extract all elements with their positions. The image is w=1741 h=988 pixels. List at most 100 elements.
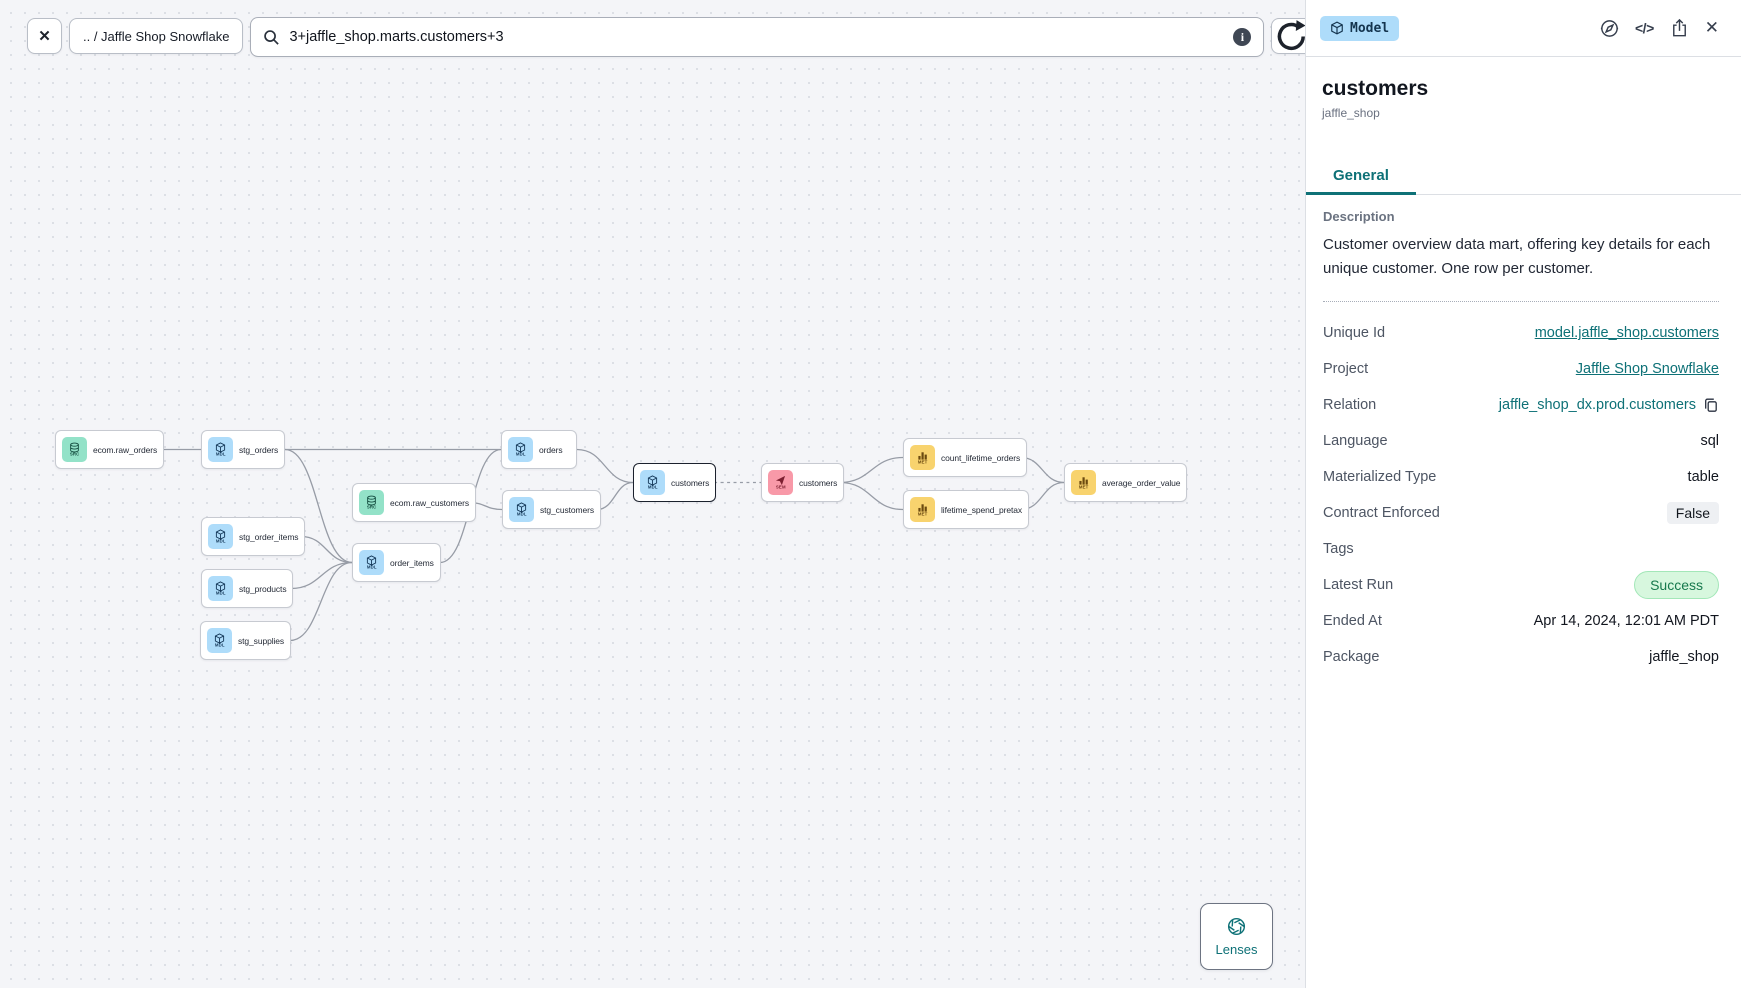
close-panel-button[interactable]: ✕ — [1705, 16, 1719, 40]
field-label: Relation — [1323, 397, 1377, 413]
code-icon: </> — [1635, 20, 1654, 36]
detail-field-row: Project Jaffle Shop Snowflake — [1323, 351, 1719, 387]
details-panel: Model </> — [1305, 0, 1741, 988]
dotted-separator — [1323, 301, 1719, 302]
node-label: order_items — [390, 557, 434, 568]
node-type-code: MDL — [366, 565, 377, 570]
field-link[interactable]: model.jaffle_shop.customers — [1534, 325, 1719, 341]
graph-node-orders[interactable]: MDL orders — [501, 430, 577, 469]
edge-orders-to-customers — [576, 448, 634, 484]
node-type-chip: MDL — [207, 628, 232, 653]
model-type-badge: Model — [1320, 15, 1400, 41]
node-type-chip: MDL — [640, 470, 665, 495]
node-type-chip: SRC — [62, 437, 87, 462]
node-label: ecom.raw_customers — [390, 497, 469, 508]
lenses-label: Lenses — [1215, 942, 1258, 957]
detail-field-row: Ended At Apr 14, 2024, 12:01 AM PDT — [1323, 603, 1719, 639]
edge-stg_orders-to-order_items — [284, 448, 353, 564]
graph-node-order_items[interactable]: MDL order_items — [352, 543, 441, 582]
refresh-button[interactable] — [1271, 18, 1305, 54]
view-code-button[interactable]: </> — [1635, 16, 1654, 40]
graph-node-customers[interactable]: MDL customers — [633, 463, 717, 502]
compass-icon — [1600, 19, 1619, 37]
node-label: stg_orders — [239, 444, 279, 455]
edge-stg_products-to-order_items — [290, 561, 353, 590]
graph-node-stg_customers[interactable]: MDL stg_customers — [502, 490, 601, 529]
node-label: orders — [539, 444, 563, 455]
node-type-icon — [775, 475, 786, 486]
graph-node-lifetime_spend_pretax[interactable]: MET lifetime_spend_pretax — [903, 490, 1030, 529]
field-value: sql — [1700, 433, 1719, 449]
field-value: Jaffle Shop Snowflake — [1576, 361, 1719, 377]
graph-node-ecom_raw_orders[interactable]: SRC ecom.raw_orders — [55, 430, 165, 469]
field-label: Materialized Type — [1323, 469, 1437, 485]
graph-node-average_order_value[interactable]: MET average_order_value — [1064, 463, 1188, 502]
search-bar: i — [250, 17, 1265, 57]
explore-lineage-button[interactable] — [1599, 16, 1620, 40]
detail-field-row: Materialized Type table — [1323, 459, 1719, 495]
copy-icon[interactable] — [1703, 397, 1719, 413]
graph-node-ecom_raw_customers[interactable]: SRC ecom.raw_customers — [352, 483, 476, 522]
node-type-icon — [214, 632, 225, 644]
node-type-chip: SEM — [768, 470, 793, 495]
detail-field-row: Relation jaffle_shop_dx.prod.customers — [1323, 387, 1719, 423]
node-type-code: MDL — [215, 452, 226, 457]
field-link[interactable]: Jaffle Shop Snowflake — [1575, 361, 1719, 377]
node-type-icon — [1078, 475, 1089, 486]
search-input[interactable] — [289, 29, 1225, 45]
close-lineage-button[interactable]: ✕ — [27, 18, 62, 54]
field-label: Package — [1323, 649, 1380, 665]
status-badge: False — [1666, 502, 1719, 524]
node-label: customers — [671, 477, 710, 488]
panel-header-icons: </> ✕ — [1599, 16, 1719, 40]
node-type-icon — [917, 502, 928, 513]
field-value: table — [1687, 469, 1719, 485]
node-type-code: MDL — [215, 539, 226, 544]
field-label: Tags — [1323, 541, 1354, 557]
node-type-chip: MDL — [508, 437, 533, 462]
edge-stg_supplies-to-order_items — [289, 561, 353, 642]
graph-node-stg_products[interactable]: MDL stg_products — [201, 569, 294, 608]
node-label: average_order_value — [1102, 477, 1181, 488]
node-label: lifetime_spend_pretax — [941, 504, 1023, 515]
lenses-icon — [1227, 917, 1246, 936]
edge-customers_sem-to-count_lifetime_orders — [839, 456, 904, 484]
panel-content: Description Customer overview data mart,… — [1306, 195, 1741, 675]
field-label: Language — [1323, 433, 1388, 449]
description-label: Description — [1323, 209, 1395, 224]
graph-node-stg_supplies[interactable]: MDL stg_supplies — [200, 621, 292, 660]
node-type-code: MET — [917, 460, 928, 465]
field-value: model.jaffle_shop.customers — [1535, 325, 1719, 341]
graph-node-customers_sem[interactable]: SEM customers — [761, 463, 845, 502]
info-icon[interactable]: i — [1233, 28, 1252, 46]
tab-general[interactable]: General — [1306, 158, 1416, 195]
field-value: Apr 14, 2024, 12:01 AM PDT — [1533, 613, 1719, 629]
search-icon — [264, 29, 280, 45]
description-text: Customer overview data mart, offering ke… — [1323, 236, 1711, 277]
breadcrumb[interactable]: .. / Jaffle Shop Snowflake — [69, 18, 244, 54]
panel-header: Model </> — [1306, 0, 1741, 57]
node-type-chip: MET — [910, 445, 935, 470]
refresh-icon — [1278, 19, 1305, 50]
node-type-code: SRC — [366, 505, 377, 510]
lenses-button[interactable]: Lenses — [1200, 903, 1273, 970]
detail-fields: Unique Id model.jaffle_shop.customers Pr… — [1323, 315, 1719, 675]
detail-field-row: Language sql — [1323, 423, 1719, 459]
cube-icon — [1331, 21, 1343, 35]
node-type-code: MDL — [647, 485, 658, 490]
lineage-canvas[interactable]: SRC ecom.raw_orders MDL stg_orders MDL s… — [0, 0, 1305, 988]
node-type-code: MET — [917, 512, 928, 517]
node-label: stg_supplies — [238, 635, 285, 646]
node-type-chip: SRC — [359, 490, 384, 515]
graph-node-count_lifetime_orders[interactable]: MET count_lifetime_orders — [903, 438, 1028, 477]
graph-node-stg_orders[interactable]: MDL stg_orders — [201, 430, 286, 469]
field-label: Contract Enforced — [1323, 505, 1440, 521]
node-label: ecom.raw_orders — [93, 444, 158, 455]
detail-field-row: Contract Enforced False — [1323, 495, 1719, 531]
field-label: Ended At — [1323, 613, 1382, 629]
graph-node-stg_order_items[interactable]: MDL stg_order_items — [201, 517, 306, 556]
node-type-icon — [516, 501, 527, 513]
node-type-chip: MDL — [208, 437, 233, 462]
node-type-icon — [647, 474, 658, 486]
share-button[interactable] — [1669, 16, 1690, 40]
